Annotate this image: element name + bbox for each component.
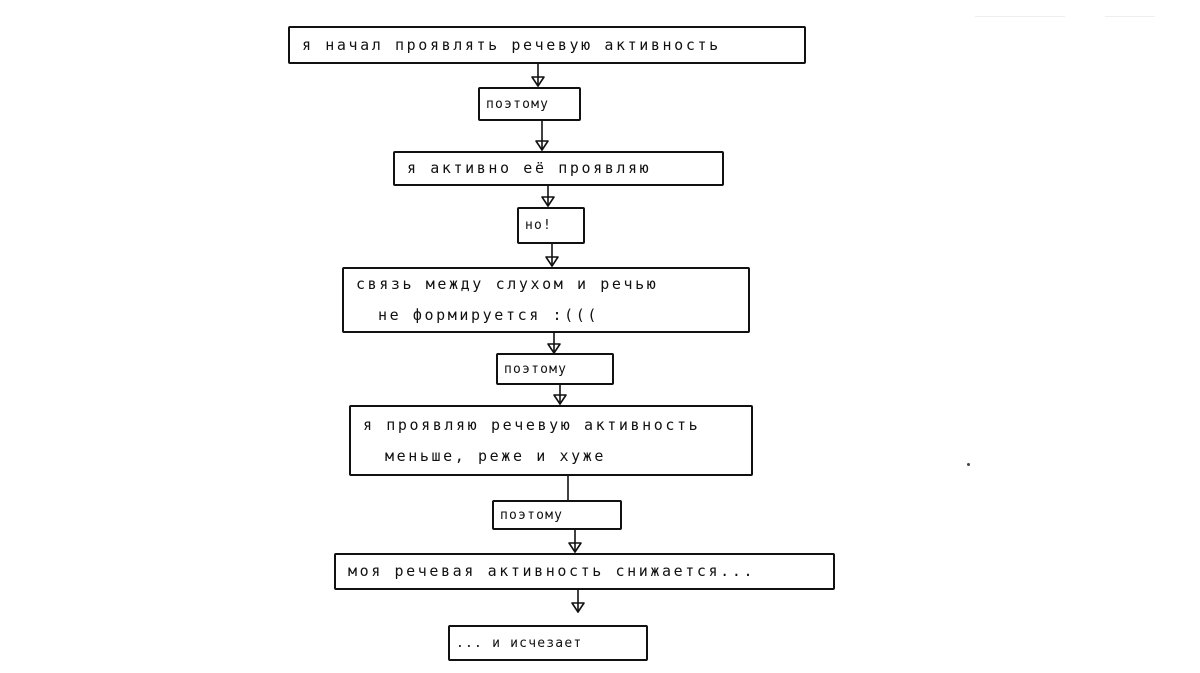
step-text-line-2: не формируется :((( [378,306,599,324]
arrow-n6-n7 [553,384,567,405]
arrow-n9-n10 [571,589,585,613]
step-text: моя речевая активность снижается... [348,562,756,580]
arrow-n3-n4 [541,185,555,207]
step-text: я активно её проявляю [407,159,652,177]
step-activity-decreasing: моя речевая активность снижается... [334,553,835,590]
step-less-activity: я проявляю речевую активность меньше, ре… [349,405,753,476]
step-text: ... и исчезает [456,635,583,651]
step-text: я начал проявлять речевую активность [302,35,721,54]
step-began-speech-activity: я начал проявлять речевую активность [288,26,806,64]
step-disappears: ... и исчезает [448,625,648,661]
connector-but: но! [517,207,585,244]
connector-text: поэтому [500,507,564,523]
connector-therefore-1: поэтому [478,87,581,121]
arrow-n5-n6 [547,332,561,354]
step-actively-showing: я активно её проявляю [393,151,724,186]
arrow-n8-n9 [568,529,582,553]
step-text-line-2: меньше, реже и хуже [385,446,606,465]
arrow-n2-n3 [535,120,549,151]
connector-therefore-3: поэтому [492,500,622,530]
connector-text: поэтому [486,96,550,112]
step-text-line-1: связь между слухом и речью [356,275,659,293]
connector-text: но! [525,218,553,233]
arrow-n1-n2 [531,63,545,87]
scan-artifact-line [975,16,1065,17]
connector-text: поэтому [504,361,568,377]
scan-artifact-line [1105,16,1155,17]
step-no-hearing-speech-link: связь между слухом и речью не формируетс… [342,267,750,333]
arrow-n4-n5 [545,243,559,267]
step-text-line-1: я проявляю речевую активность [363,415,701,434]
scan-artifact-dot [967,463,970,466]
connector-therefore-2: поэтому [496,353,614,385]
